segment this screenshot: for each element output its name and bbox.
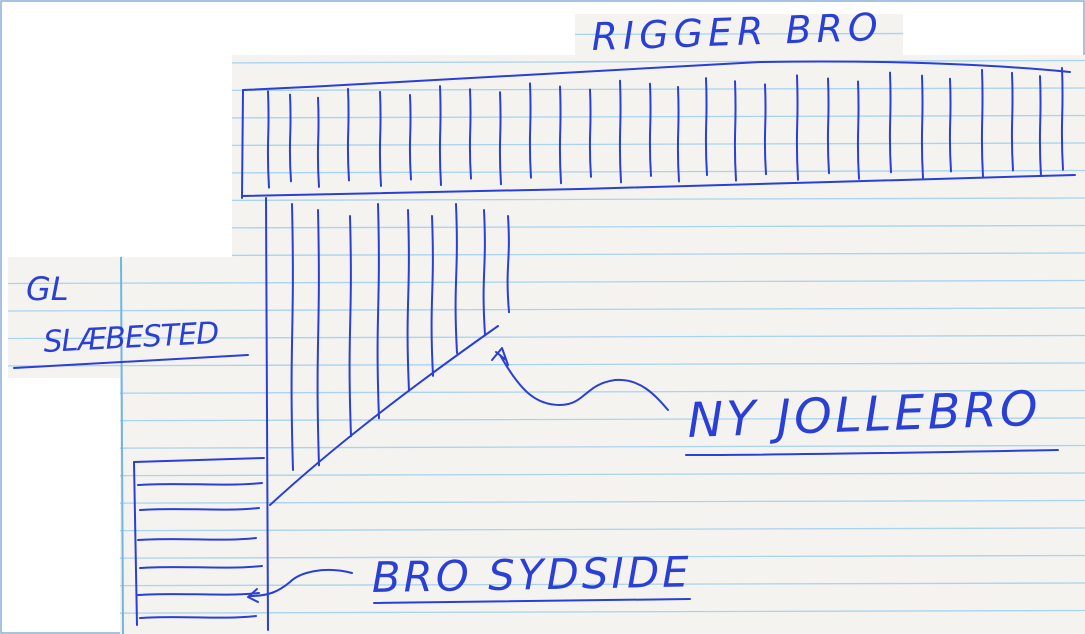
rigger-plank-line: [797, 75, 798, 179]
jollebro-hatch-line: [408, 210, 409, 391]
rigger-bro-left-edge: [242, 90, 243, 198]
jollebro-hatch-line: [378, 204, 379, 418]
jollebro-hatch-line: [508, 216, 509, 312]
rigger-plank-line: [765, 84, 766, 174]
rigger-plank-line: [950, 79, 951, 172]
jollebro-hatch-line: [292, 204, 293, 470]
rigger-plank-line: [318, 98, 319, 187]
rigger-plank-line: [1040, 76, 1041, 176]
rigger-plank-line: [410, 95, 411, 180]
rigger-plank-line: [982, 70, 983, 177]
rigger-plank-line: [590, 90, 591, 177]
rigger-plank-line: [650, 84, 651, 176]
rigger-plank-line: [470, 89, 471, 178]
jollebro-hatch-line: [350, 216, 351, 436]
label-bro-sydside: BRO SYDSIDE: [371, 547, 692, 602]
rigger-plank-line: [440, 86, 441, 185]
rigger-plank-line: [1062, 68, 1063, 170]
rigger-plank-line: [268, 91, 269, 187]
rigger-plank-line: [890, 73, 891, 173]
rigger-plank-line: [858, 82, 859, 179]
jollebro-hatch-line: [432, 216, 433, 376]
jollebro-hatch-line: [484, 210, 485, 335]
jollebro-hatch-line: [456, 204, 457, 353]
rigger-plank-line: [678, 87, 679, 182]
rigger-plank-line: [560, 86, 561, 183]
rigger-plank-line: [620, 81, 621, 183]
label-gl: GL: [26, 270, 69, 308]
rigger-plank-line: [500, 92, 501, 184]
jollebro-hatch-line: [318, 210, 319, 465]
rigger-plank-line: [290, 95, 291, 182]
rigger-plank-line: [530, 83, 531, 177]
rigger-plank-line: [922, 76, 923, 178]
rigger-plank-line: [348, 89, 349, 181]
rigger-plank-line: [380, 92, 381, 186]
rigger-plank-line: [1012, 73, 1013, 171]
rigger-plank-line: [828, 78, 829, 173]
rigger-plank-line: [735, 81, 736, 180]
rigger-plank-line: [706, 78, 707, 175]
